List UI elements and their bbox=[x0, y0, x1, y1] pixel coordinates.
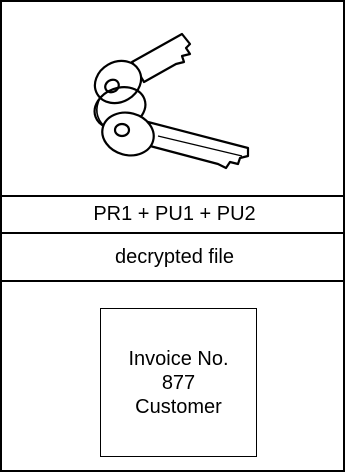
invoice-document: Invoice No. 877 Customer bbox=[100, 308, 257, 457]
file-state-label: decrypted file bbox=[115, 246, 234, 268]
invoice-number-value: 877 bbox=[161, 371, 196, 394]
key-pair-icon bbox=[93, 32, 250, 170]
key-combination-label: PR1 + PU1 + PU2 bbox=[93, 203, 256, 225]
divider-3 bbox=[2, 280, 345, 282]
divider-1 bbox=[2, 195, 345, 197]
customer-label: Customer bbox=[135, 395, 222, 418]
invoice-number-label: Invoice No. bbox=[128, 347, 229, 370]
divider-2 bbox=[2, 232, 345, 234]
